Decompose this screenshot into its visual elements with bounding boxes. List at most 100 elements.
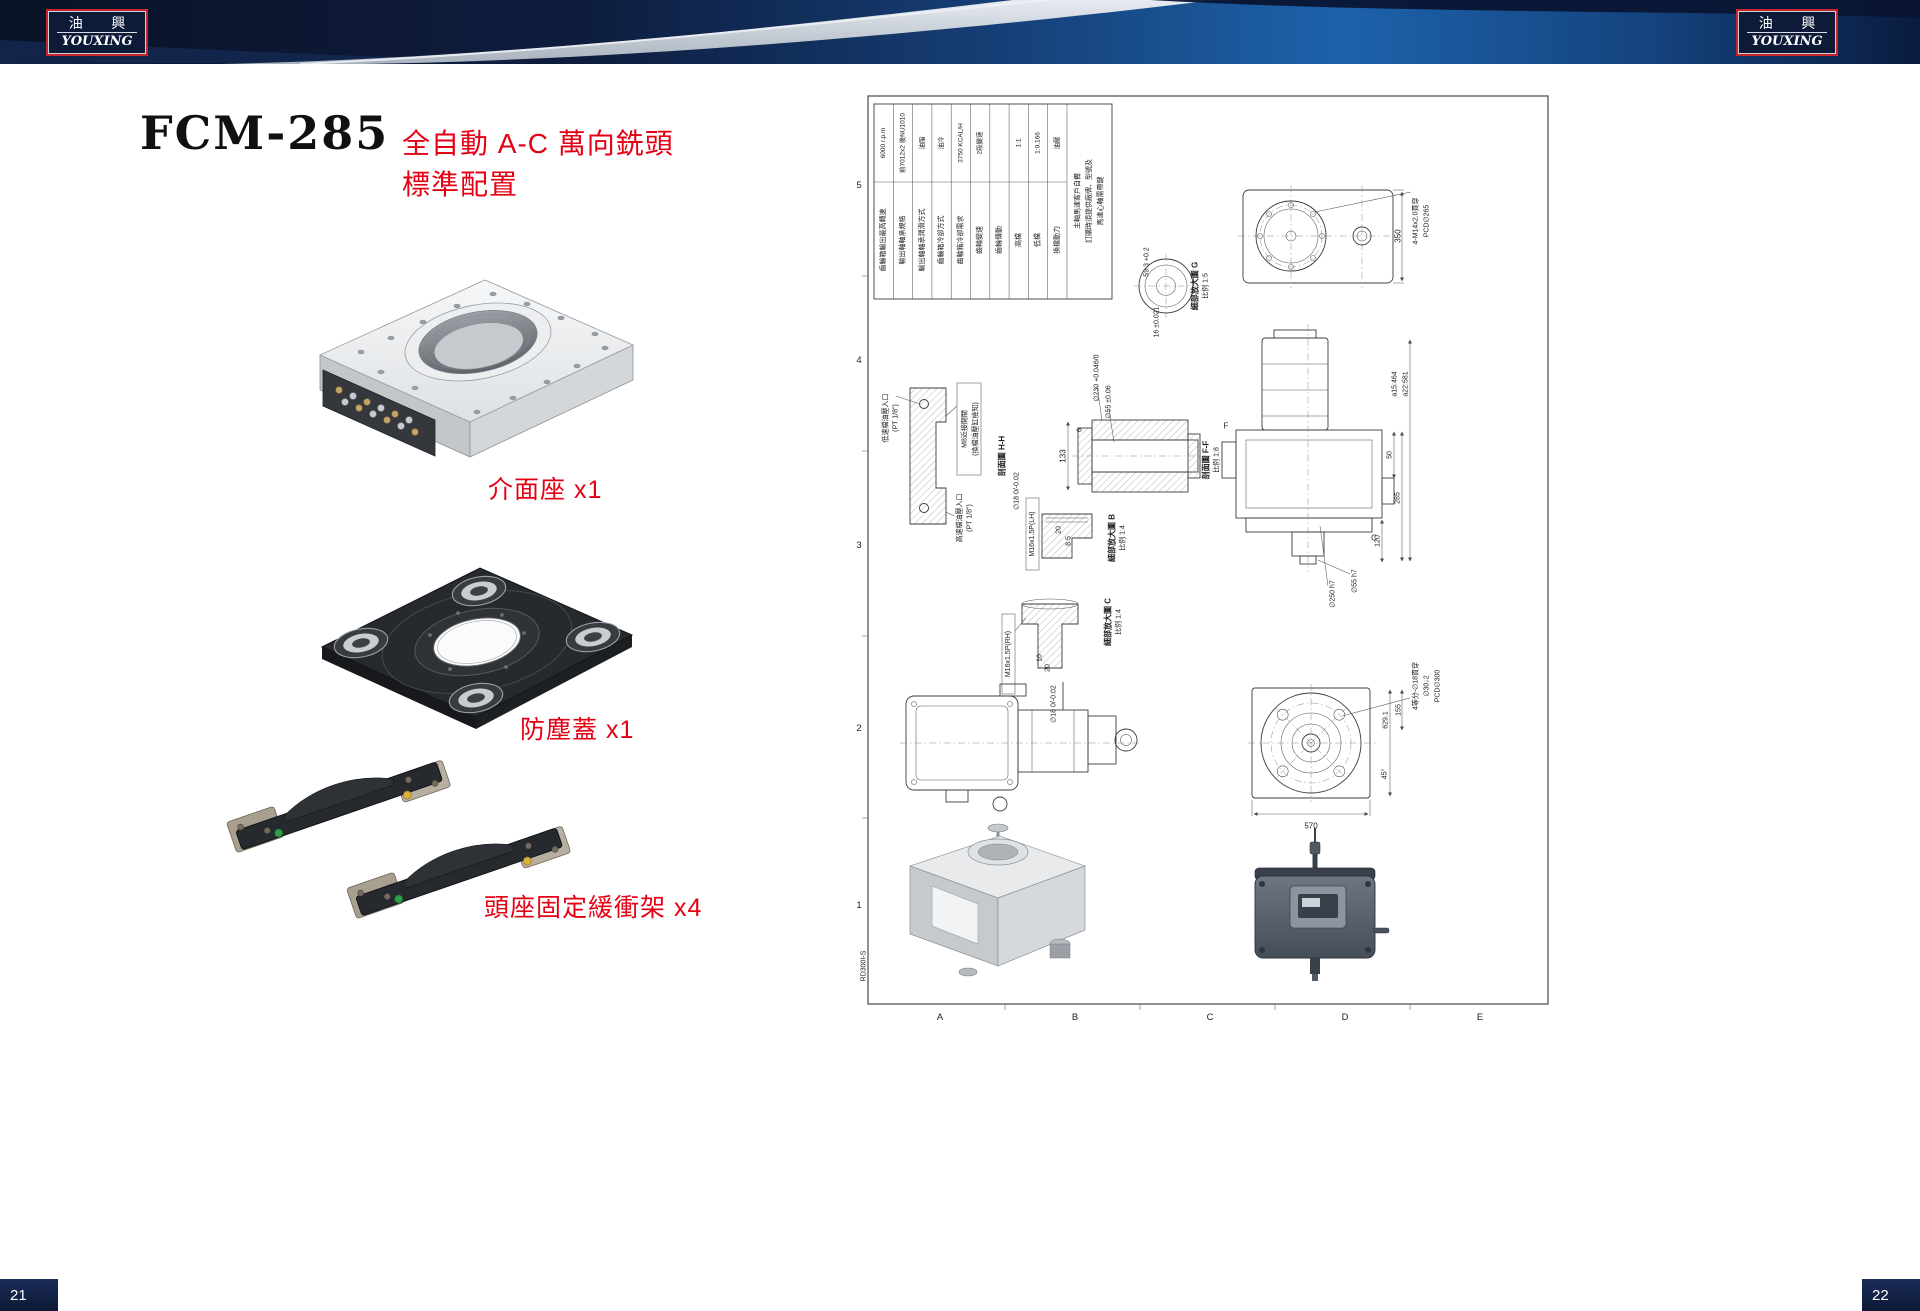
grid-row-1: 1 (856, 900, 861, 911)
dim-350: 350 (1394, 229, 1403, 243)
m16-rh-label: M16x1.5P(RH) (1005, 631, 1012, 677)
spec-value-9: 油壓 (1052, 136, 1061, 150)
bottom-circular-view: 45° 629.1 155 4等分-∅18貫穿 ∅30↓2 PCD∅300 57… (1248, 662, 1442, 831)
dim-250h7: ∅250 h7 (1330, 580, 1337, 608)
section-marker-c: C (1371, 534, 1377, 543)
spec-value-3: 油冷 (936, 136, 945, 150)
spec-note-2: 訂購時須提供廠牌、型號及 (1084, 159, 1093, 243)
front-view (900, 682, 1142, 812)
section-ff-view: ∅230 +0.046/0 ∅55 ±0.06 6 133 剖面圖 F-F 比例… (1059, 354, 1221, 493)
section-hh-view: 低速檔油壓入口 (PT 1/8") 高速檔油壓入口 (PT 1/8") M8近接… (881, 382, 1007, 543)
dim-155: 155 (1396, 704, 1403, 716)
render-gearbox-front (1254, 828, 1390, 981)
bolt-pattern-note-2: ∅30↓2 (1424, 675, 1431, 696)
dim-45deg: 45° (1381, 769, 1389, 780)
figure-dust-cover (320, 567, 634, 729)
dim-20-b: 20 (1056, 526, 1063, 534)
grid-col-b: B (1072, 1012, 1078, 1023)
detail-g-scale: 比例 1:5 (1201, 273, 1210, 299)
spec-value-4: 3750 KCAL/H (957, 123, 964, 163)
dim-16: 16 (1037, 654, 1044, 662)
label-dust-cover: 防塵蓋 x1 (520, 716, 635, 744)
sheet-code: RD300I-S (861, 950, 868, 981)
low-oil-port-label: 低速檔油壓入口 (881, 394, 890, 443)
section-hh-caption: 剖面圖 H-H (997, 436, 1007, 477)
high-oil-port-label: 高速檔油壓入口 (955, 494, 964, 543)
bolt-pattern-note-1: 4等分-∅18貫穿 (1411, 662, 1420, 710)
detail-g-view: 59.3 +0.2 16 ±0.021 細部放大圖 G 比例 1:5 (1134, 247, 1210, 338)
spec-name-9: 換檔動力 (1052, 226, 1061, 254)
spec-name-7: 高檔 (1013, 233, 1022, 247)
detail-g-dim2: 16 ±0.021 (1154, 306, 1161, 337)
header-band: 油 興 YOUXING 油 興 YOUXING (0, 0, 1920, 65)
bolt-holes (357, 291, 609, 415)
dim-18-lh: ∅18 0/-0.02 (1014, 472, 1021, 510)
spec-note-1: 主軸馬達客戶自備 (1073, 173, 1082, 229)
dim-6: 6 (1077, 428, 1084, 432)
grid-row-4: 4 (856, 355, 861, 366)
logo-english-text: YOUXING (1747, 32, 1827, 49)
detail-c-scale: 比例 1:4 (1114, 609, 1123, 635)
dim-a22: a22:581 (1403, 371, 1410, 396)
side-elevation-view: a15:464 a22:581 50 285 120 ∅55 h7 ∅250 h… (1221, 324, 1412, 608)
logo-chinese-text: 油 興 (68, 15, 138, 32)
detail-b-caption: 細部放大圖 B (1107, 514, 1117, 562)
cover-screws (428, 611, 526, 671)
label-interface-seat: 介面座 x1 (488, 476, 603, 504)
spec-name-3: 齒輪箱冷卻方式 (936, 216, 945, 265)
subtitle-line-2: 標準配置 (402, 168, 519, 200)
spec-name-0: 齒輪箱輸出最高轉速 (878, 209, 887, 272)
page-number-right: 22 (1862, 1279, 1920, 1311)
spec-name-6: 齒輪傳動 (994, 226, 1003, 254)
spec-name-1: 輸出軸軸承規格 (897, 216, 906, 265)
spec-name-2: 輸出軸軸承潤滑方式 (917, 209, 926, 272)
page-number-left: 21 (0, 1279, 58, 1311)
corner-bearing-bosses (333, 575, 621, 714)
m8-sensor-note: (換檔油壓缸檢知) (971, 402, 980, 456)
render-gearbox-iso (908, 823, 1087, 977)
figure-interface-seat (318, 279, 635, 458)
dim-55h7: ∅55 h7 (1352, 569, 1359, 593)
spec-value-2: 油脂 (917, 136, 926, 150)
page-subtitle: 全自動 A-C 萬向銑頭 標準配置 (402, 124, 674, 205)
high-oil-port-size: (PT 1/8") (967, 504, 974, 532)
spec-value-1: 前7012x2 後NU1010 (897, 113, 906, 173)
grid-col-e: E (1477, 1012, 1483, 1023)
dim-55: ∅55 ±0.06 (1106, 385, 1113, 418)
low-oil-port-size: (PT 1/8") (893, 404, 900, 432)
section-ff-scale: 比例 1:8 (1212, 447, 1221, 473)
sheet-border (867, 95, 1549, 1005)
grid-row-3: 3 (856, 540, 861, 551)
m16-lh-label: M16x1.5P(LH) (1029, 511, 1036, 556)
connector-block (322, 369, 436, 457)
dim-18-rh: ∅18 0/-0.02 (1051, 685, 1058, 723)
spec-value-0: 6000 r.p.m (880, 128, 887, 159)
detail-c-view: M16x1.5P(RH) 16 20 ∅18 0/-0.02 細部放大圖 C 比… (1001, 598, 1123, 723)
grid-row-2: 2 (856, 723, 861, 734)
dim-629: 629.1 (1383, 711, 1390, 729)
dim-a15: a15:464 (1392, 371, 1399, 396)
dim-570: 570 (1304, 822, 1318, 831)
detail-g-dim1: 59.3 +0.2 (1144, 247, 1151, 276)
grid-col-a: A (937, 1012, 944, 1023)
dim-8-5: 8.5 (1066, 536, 1073, 546)
header-swoosh-graphic (0, 0, 1920, 65)
dim-133: 133 (1059, 449, 1068, 463)
m8-sensor-label: M8近接開關 (960, 410, 969, 448)
spec-value-5: 2段變速 (975, 131, 984, 155)
logo-chinese-text: 油 興 (1758, 15, 1828, 32)
logo-english-text: YOUXING (57, 32, 137, 49)
spec-value-8: 1:0.166 (1035, 132, 1042, 154)
dim-285: 285 (1395, 492, 1402, 504)
grid-col-d: D (1342, 1012, 1349, 1023)
section-ff-caption: 剖面圖 F-F (1201, 441, 1211, 480)
dim-120: 120 (1375, 535, 1382, 547)
company-logo-left: 油 興 YOUXING (46, 9, 148, 56)
detail-c-caption: 細部放大圖 C (1103, 598, 1113, 646)
section-marker-f: F (1224, 422, 1229, 431)
spec-table: 6000 r.p.m 前7012x2 後NU1010 油脂 油冷 3750 KC… (873, 103, 1113, 300)
flange-view: 350 4-M14x2.0貫穿 PCD∅265 (1238, 185, 1431, 288)
label-buffer-bracket: 頭座固定緩衝架 x4 (484, 894, 703, 922)
dim-230: ∅230 +0.046/0 (1094, 354, 1101, 401)
grid-col-c: C (1207, 1012, 1214, 1023)
